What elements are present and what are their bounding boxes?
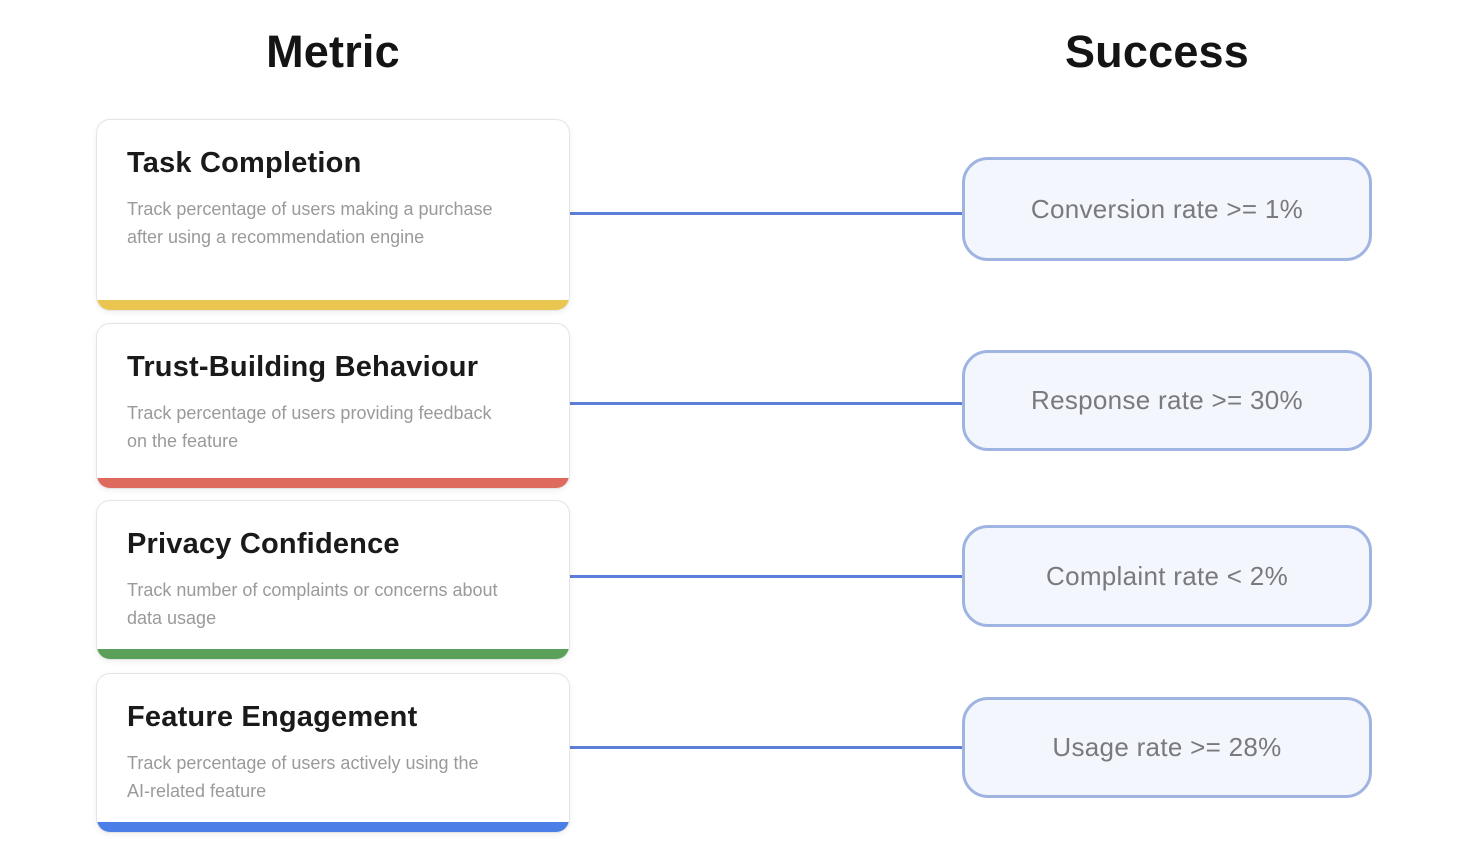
metric-card-description: Track percentage of users actively using…	[127, 752, 479, 801]
metric-card-description: Track percentage of users providing feed…	[127, 402, 492, 451]
success-pill-complaint-rate: Complaint rate < 2%	[962, 525, 1372, 627]
success-pill-label: Usage rate >= 28%	[1052, 732, 1282, 762]
metric-card-description: Track percentage of users making a purch…	[127, 198, 493, 247]
success-pill-usage-rate: Usage rate >= 28%	[962, 697, 1372, 798]
success-pill-label: Response rate >= 30%	[1031, 385, 1303, 415]
metric-card-accent-bar	[97, 478, 569, 488]
metric-card-title: Trust-Building Behaviour	[127, 351, 479, 383]
connector-line	[569, 212, 963, 215]
success-pill-label: Conversion rate >= 1%	[1030, 193, 1304, 224]
connector-line	[569, 746, 963, 749]
metric-card-privacy-confidence: Privacy Confidence Track number of compl…	[96, 500, 570, 660]
metric-card-accent-bar	[97, 300, 569, 310]
metric-card-title: Privacy Confidence	[127, 528, 400, 560]
metric-card-accent-bar	[97, 649, 569, 659]
metric-card-title: Task Completion	[127, 147, 362, 179]
metric-card-feature-engagement: Feature Engagement Track percentage of u…	[96, 673, 570, 833]
connector-line	[569, 402, 963, 405]
metric-card-accent-bar	[97, 822, 569, 832]
success-pill-response-rate: Response rate >= 30%	[962, 350, 1372, 451]
connector-line	[569, 575, 963, 578]
metric-card-description: Track number of complaints or concerns a…	[127, 579, 498, 628]
success-pill-label: Complaint rate < 2%	[1046, 560, 1288, 591]
success-column-header: Success	[1064, 26, 1250, 77]
metric-card-trust-building-behaviour: Trust-Building Behaviour Track percentag…	[96, 323, 570, 489]
metric-column-header: Metric	[266, 26, 400, 77]
metric-card-title: Feature Engagement	[127, 701, 418, 733]
success-pill-conversion-rate: Conversion rate >= 1%	[962, 157, 1372, 261]
metric-card-task-completion: Task Completion Track percentage of user…	[96, 119, 570, 311]
